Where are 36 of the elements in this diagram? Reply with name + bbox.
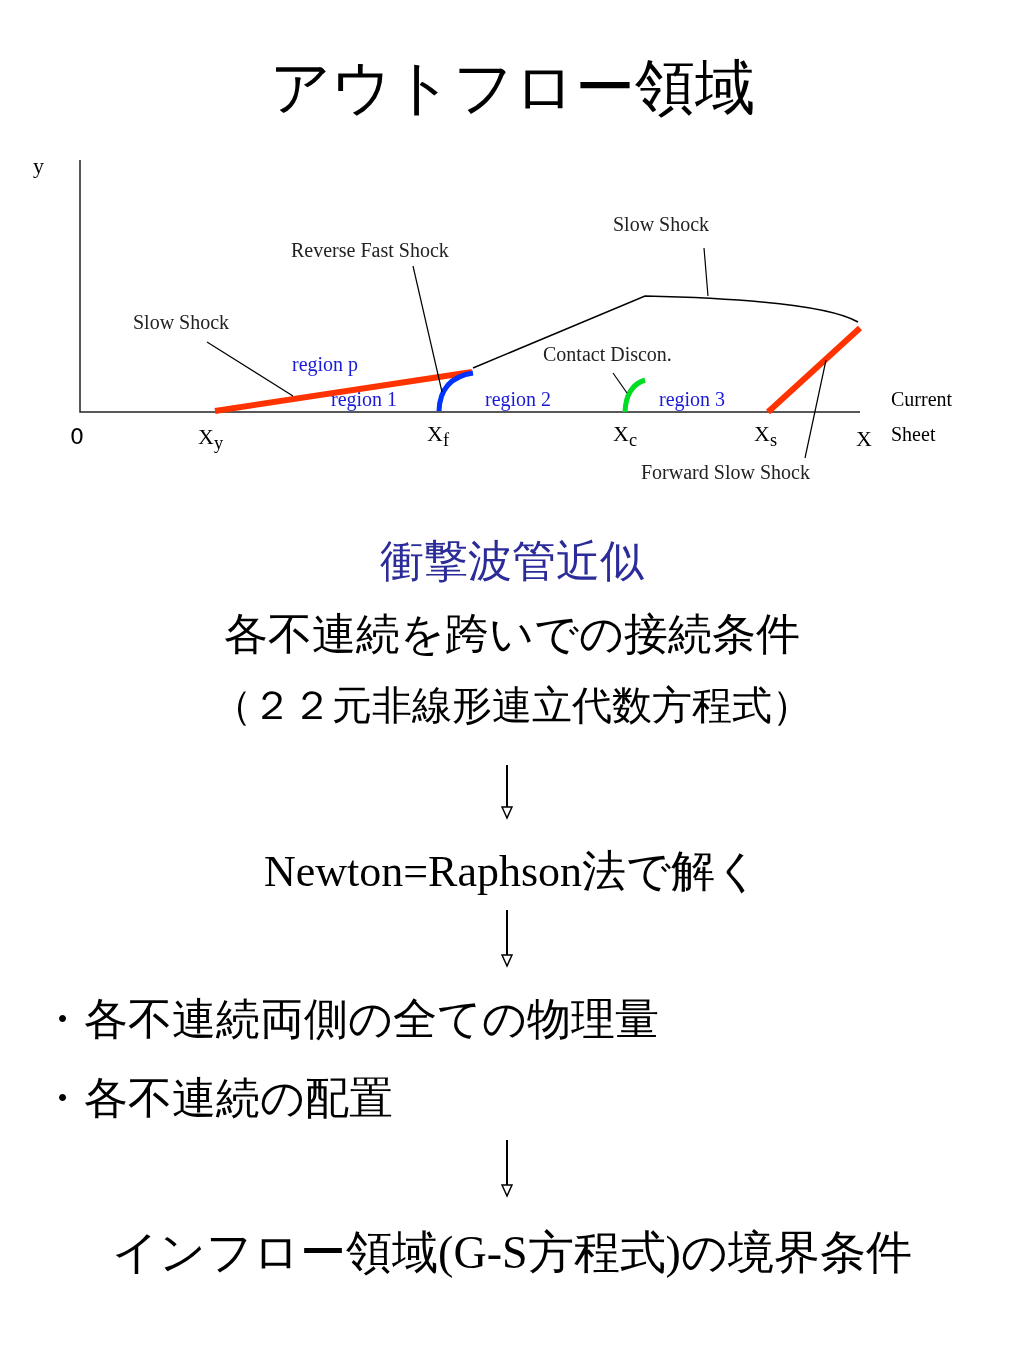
bullet-item: ・各不連続の配置 <box>40 1071 394 1125</box>
body-text: Newton=Raphson法で解く <box>262 846 762 898</box>
callout-label: Slow Shock <box>613 213 710 236</box>
boundary-curve <box>472 295 859 369</box>
callout-label: Slow Shock <box>133 311 230 334</box>
leader-line <box>206 341 294 397</box>
leader-line <box>804 359 827 459</box>
region-label: region p <box>292 353 359 376</box>
callout-label: Forward Slow Shock <box>641 461 810 484</box>
slide-title: アウトフロー領域 <box>268 51 756 124</box>
body-text: 各不連続を跨いでの接続条件 <box>223 607 801 661</box>
bullet-item: ・各不連続両側の全ての物理量 <box>40 992 659 1046</box>
position-label: X$_{y}$ <box>198 424 224 455</box>
shock-line <box>765 325 863 415</box>
shock-arc <box>622 377 646 413</box>
body-text: インフロー領域(G-S方程式)の境界条件 <box>111 1226 913 1280</box>
down-arrow <box>501 764 513 819</box>
position-label: X$_{f}$ <box>427 421 449 452</box>
annotation-text: Current Sheet <box>891 387 954 447</box>
leader-line <box>703 247 709 297</box>
heading: 衝撃波管近似 <box>379 534 645 588</box>
leader-line <box>412 265 443 393</box>
axis-label: y <box>33 153 44 179</box>
region-label: region 1 <box>331 388 398 411</box>
axis-tick-label: 0 <box>70 424 84 449</box>
axis-label: X <box>856 426 872 452</box>
region-label: region 3 <box>659 388 726 411</box>
position-label: X$_{c}$ <box>613 421 638 452</box>
leader-line <box>612 372 628 394</box>
down-arrow <box>501 1139 513 1197</box>
body-text: （２２元非線形連立代数方程式） <box>211 681 813 730</box>
callout-label: Contact Discon. <box>543 343 672 366</box>
callout-label: Reverse Fast Shock <box>291 239 449 262</box>
down-arrow <box>501 909 513 967</box>
position-label: X$_{s}$ <box>754 421 778 452</box>
region-label: region 2 <box>485 388 552 411</box>
